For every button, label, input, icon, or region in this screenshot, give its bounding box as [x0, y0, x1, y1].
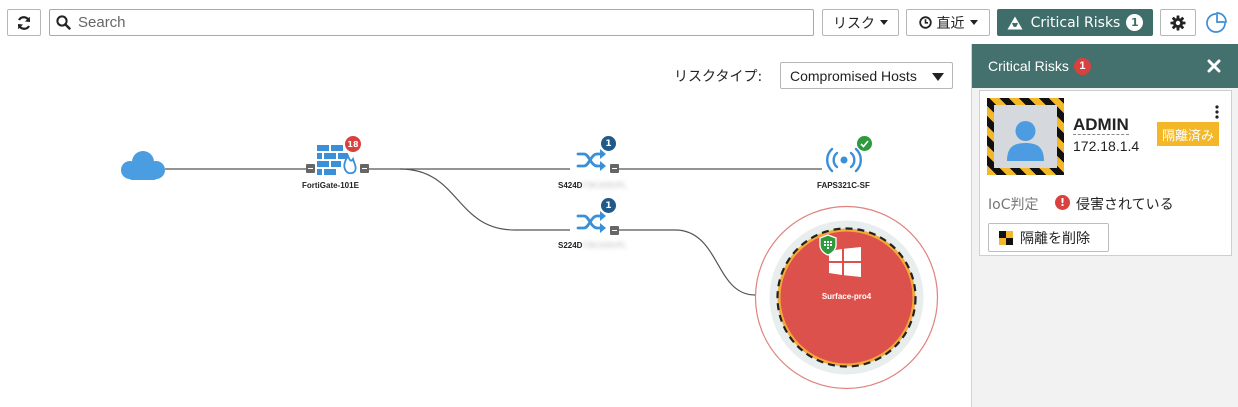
caret-down-icon — [932, 73, 944, 81]
access-point-label: FAPS321C-SF — [817, 181, 870, 190]
search-input[interactable] — [76, 13, 776, 32]
firewall-label: FortiGate-101E — [302, 181, 359, 190]
wifi-signal-icon — [826, 147, 862, 173]
cloud-icon — [121, 151, 165, 180]
quarantine-badge: 隔離済み — [1157, 122, 1220, 146]
biohazard-warning-icon — [1007, 16, 1023, 29]
chevron-down-icon — [880, 20, 888, 25]
settings-button[interactable] — [1160, 9, 1196, 36]
risk-type-label: リスクタイプ: — [674, 69, 763, 85]
refresh-button[interactable] — [7, 9, 41, 36]
risk-host-card: ADMIN 172.18.1.4 隔離済み IoC判定 ! 侵害されている 隔離… — [979, 90, 1232, 256]
host-risk-rings — [754, 205, 939, 390]
critical-risks-button[interactable]: Critical Risks 1 — [997, 9, 1153, 36]
refresh-icon — [17, 15, 31, 30]
risk-type-value: Compromised Hosts — [790, 67, 917, 84]
switch-node-s424d[interactable]: 1 — [572, 136, 624, 178]
alert-icon: ! — [1055, 195, 1070, 210]
switch-icon — [576, 211, 606, 233]
switch-icon — [576, 149, 606, 171]
access-point-node[interactable] — [822, 136, 874, 178]
shield-icon — [818, 234, 838, 260]
gear-icon — [1170, 15, 1186, 30]
search-icon — [56, 15, 71, 30]
collapse-toggle[interactable] — [610, 226, 619, 235]
chevron-down-icon — [969, 20, 978, 25]
critical-count-badge: 1 — [1126, 14, 1144, 31]
switch-node-s224d[interactable]: 1 — [572, 198, 624, 240]
timeline-chart-button[interactable] — [1203, 10, 1229, 36]
time-range-dropdown[interactable]: 直近 — [906, 9, 990, 36]
online-check-icon — [857, 136, 872, 151]
risk-dropdown-label: リスク — [833, 15, 875, 32]
risk-type-dropdown[interactable]: Compromised Hosts — [780, 62, 953, 89]
switch-label: S224DF3K1K8VPL — [558, 241, 627, 250]
quarantined-avatar — [987, 98, 1064, 175]
quarantine-icon — [999, 230, 1013, 245]
search-field[interactable] — [49, 9, 814, 36]
avatar — [994, 105, 1057, 168]
risk-dropdown[interactable]: リスク — [822, 9, 899, 36]
remove-quarantine-label: 隔離を削除 — [1020, 230, 1090, 247]
critical-risks-panel: Critical Risks 1 ADMIN 172.18.1.4 隔離済み I… — [971, 44, 1238, 407]
risk-count-badge: 1 — [601, 136, 616, 151]
time-range-label: 直近 — [936, 15, 965, 32]
firewall-icon — [317, 145, 357, 175]
collapse-toggle[interactable] — [306, 164, 315, 173]
internet-node[interactable] — [119, 148, 167, 186]
panel-title: Critical Risks — [988, 58, 1069, 74]
close-icon[interactable] — [1207, 59, 1221, 73]
switch-label: S424DF3K1K8VPL — [558, 181, 627, 190]
collapse-toggle[interactable] — [360, 164, 369, 173]
pie-chart-icon — [1206, 12, 1227, 33]
clock-icon — [918, 16, 932, 29]
compromised-host-node[interactable]: Surface-pro4 — [754, 205, 939, 390]
user-name[interactable]: ADMIN — [1073, 115, 1129, 135]
risk-count-badge: 1 — [601, 198, 616, 213]
risk-count-badge: 18 — [345, 136, 361, 152]
more-options-icon[interactable] — [1214, 104, 1220, 119]
panel-header: Critical Risks 1 — [972, 44, 1238, 88]
critical-count-badge: 1 — [1073, 57, 1091, 75]
host-ip: 172.18.1.4 — [1073, 138, 1140, 154]
user-icon — [1007, 121, 1044, 161]
remove-quarantine-button[interactable]: 隔離を削除 — [988, 223, 1109, 252]
firewall-node[interactable]: 18 — [306, 136, 372, 191]
ioc-value: 侵害されている — [1076, 197, 1174, 213]
host-label: Surface-pro4 — [821, 292, 872, 301]
critical-risks-label: Critical Risks — [1030, 14, 1121, 31]
ioc-label: IoC判定 — [988, 197, 1039, 213]
collapse-toggle[interactable] — [610, 164, 619, 173]
